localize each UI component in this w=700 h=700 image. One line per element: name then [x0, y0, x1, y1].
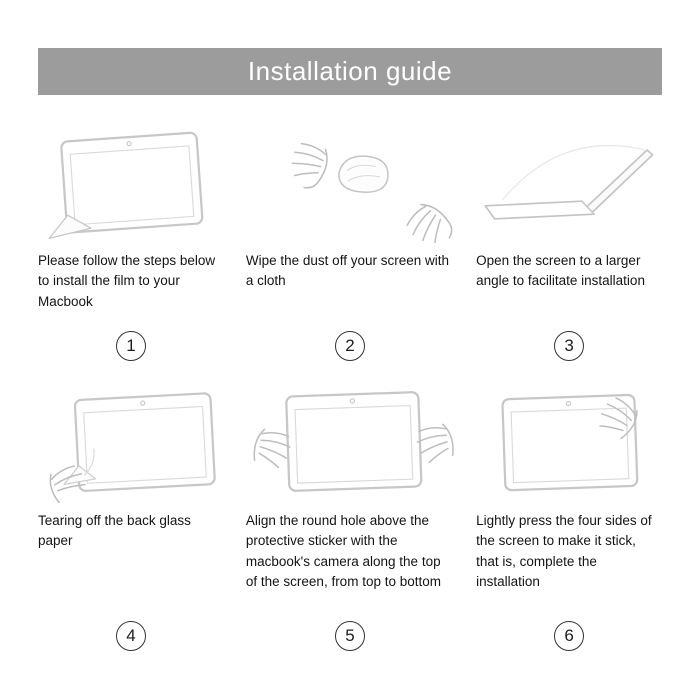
steps-grid: Please follow the steps below to install…: [38, 125, 662, 651]
step-number-badge: 5: [334, 621, 365, 651]
step-6-illustration: [476, 385, 662, 503]
align-camera-hole-illustration: [253, 391, 454, 492]
step-number-badge: 4: [115, 621, 146, 651]
step-3-illustration: [476, 125, 662, 243]
step-caption: Lightly press the four sides of the scre…: [476, 513, 652, 589]
step-card-1: Please follow the steps below to install…: [38, 125, 224, 361]
step-4-illustration: [38, 385, 224, 503]
header-banner: Installation guide: [38, 48, 662, 95]
page-title: Installation guide: [247, 56, 453, 86]
wipe-cloth-illustration: [291, 142, 453, 243]
step-number-badge: 2: [334, 331, 365, 361]
tear-back-paper-illustration: [49, 392, 216, 503]
step-card-5: Align the round hole above the protectiv…: [246, 385, 454, 651]
step-number-badge: 1: [115, 331, 146, 361]
step-card-2: Wipe the dust off your screen with a clo…: [246, 125, 454, 361]
film-peel-corner-illustration: [48, 131, 204, 240]
step-1-illustration: [38, 125, 224, 243]
step-caption: Please follow the steps below to install…: [38, 253, 216, 309]
step-caption: Open the screen to a larger angle to fac…: [476, 253, 645, 289]
step-2-illustration: [246, 125, 454, 243]
press-four-sides-illustration: [501, 393, 639, 492]
step-number-badge: 6: [554, 621, 585, 651]
laptop-open-wide-illustration: [484, 144, 654, 220]
step-card-3: Open the screen to a larger angle to fac…: [476, 125, 662, 361]
step-caption: Align the round hole above the protectiv…: [245, 513, 441, 589]
step-5-illustration: [246, 385, 454, 503]
step-caption: Tearing off the back glass paper: [38, 513, 191, 549]
step-card-6: Lightly press the four sides of the scre…: [476, 385, 662, 651]
step-caption: Wipe the dust off your screen with a clo…: [245, 253, 449, 289]
step-card-4: Tearing off the back glass paper 4: [38, 385, 224, 651]
step-number-badge: 3: [554, 331, 585, 361]
